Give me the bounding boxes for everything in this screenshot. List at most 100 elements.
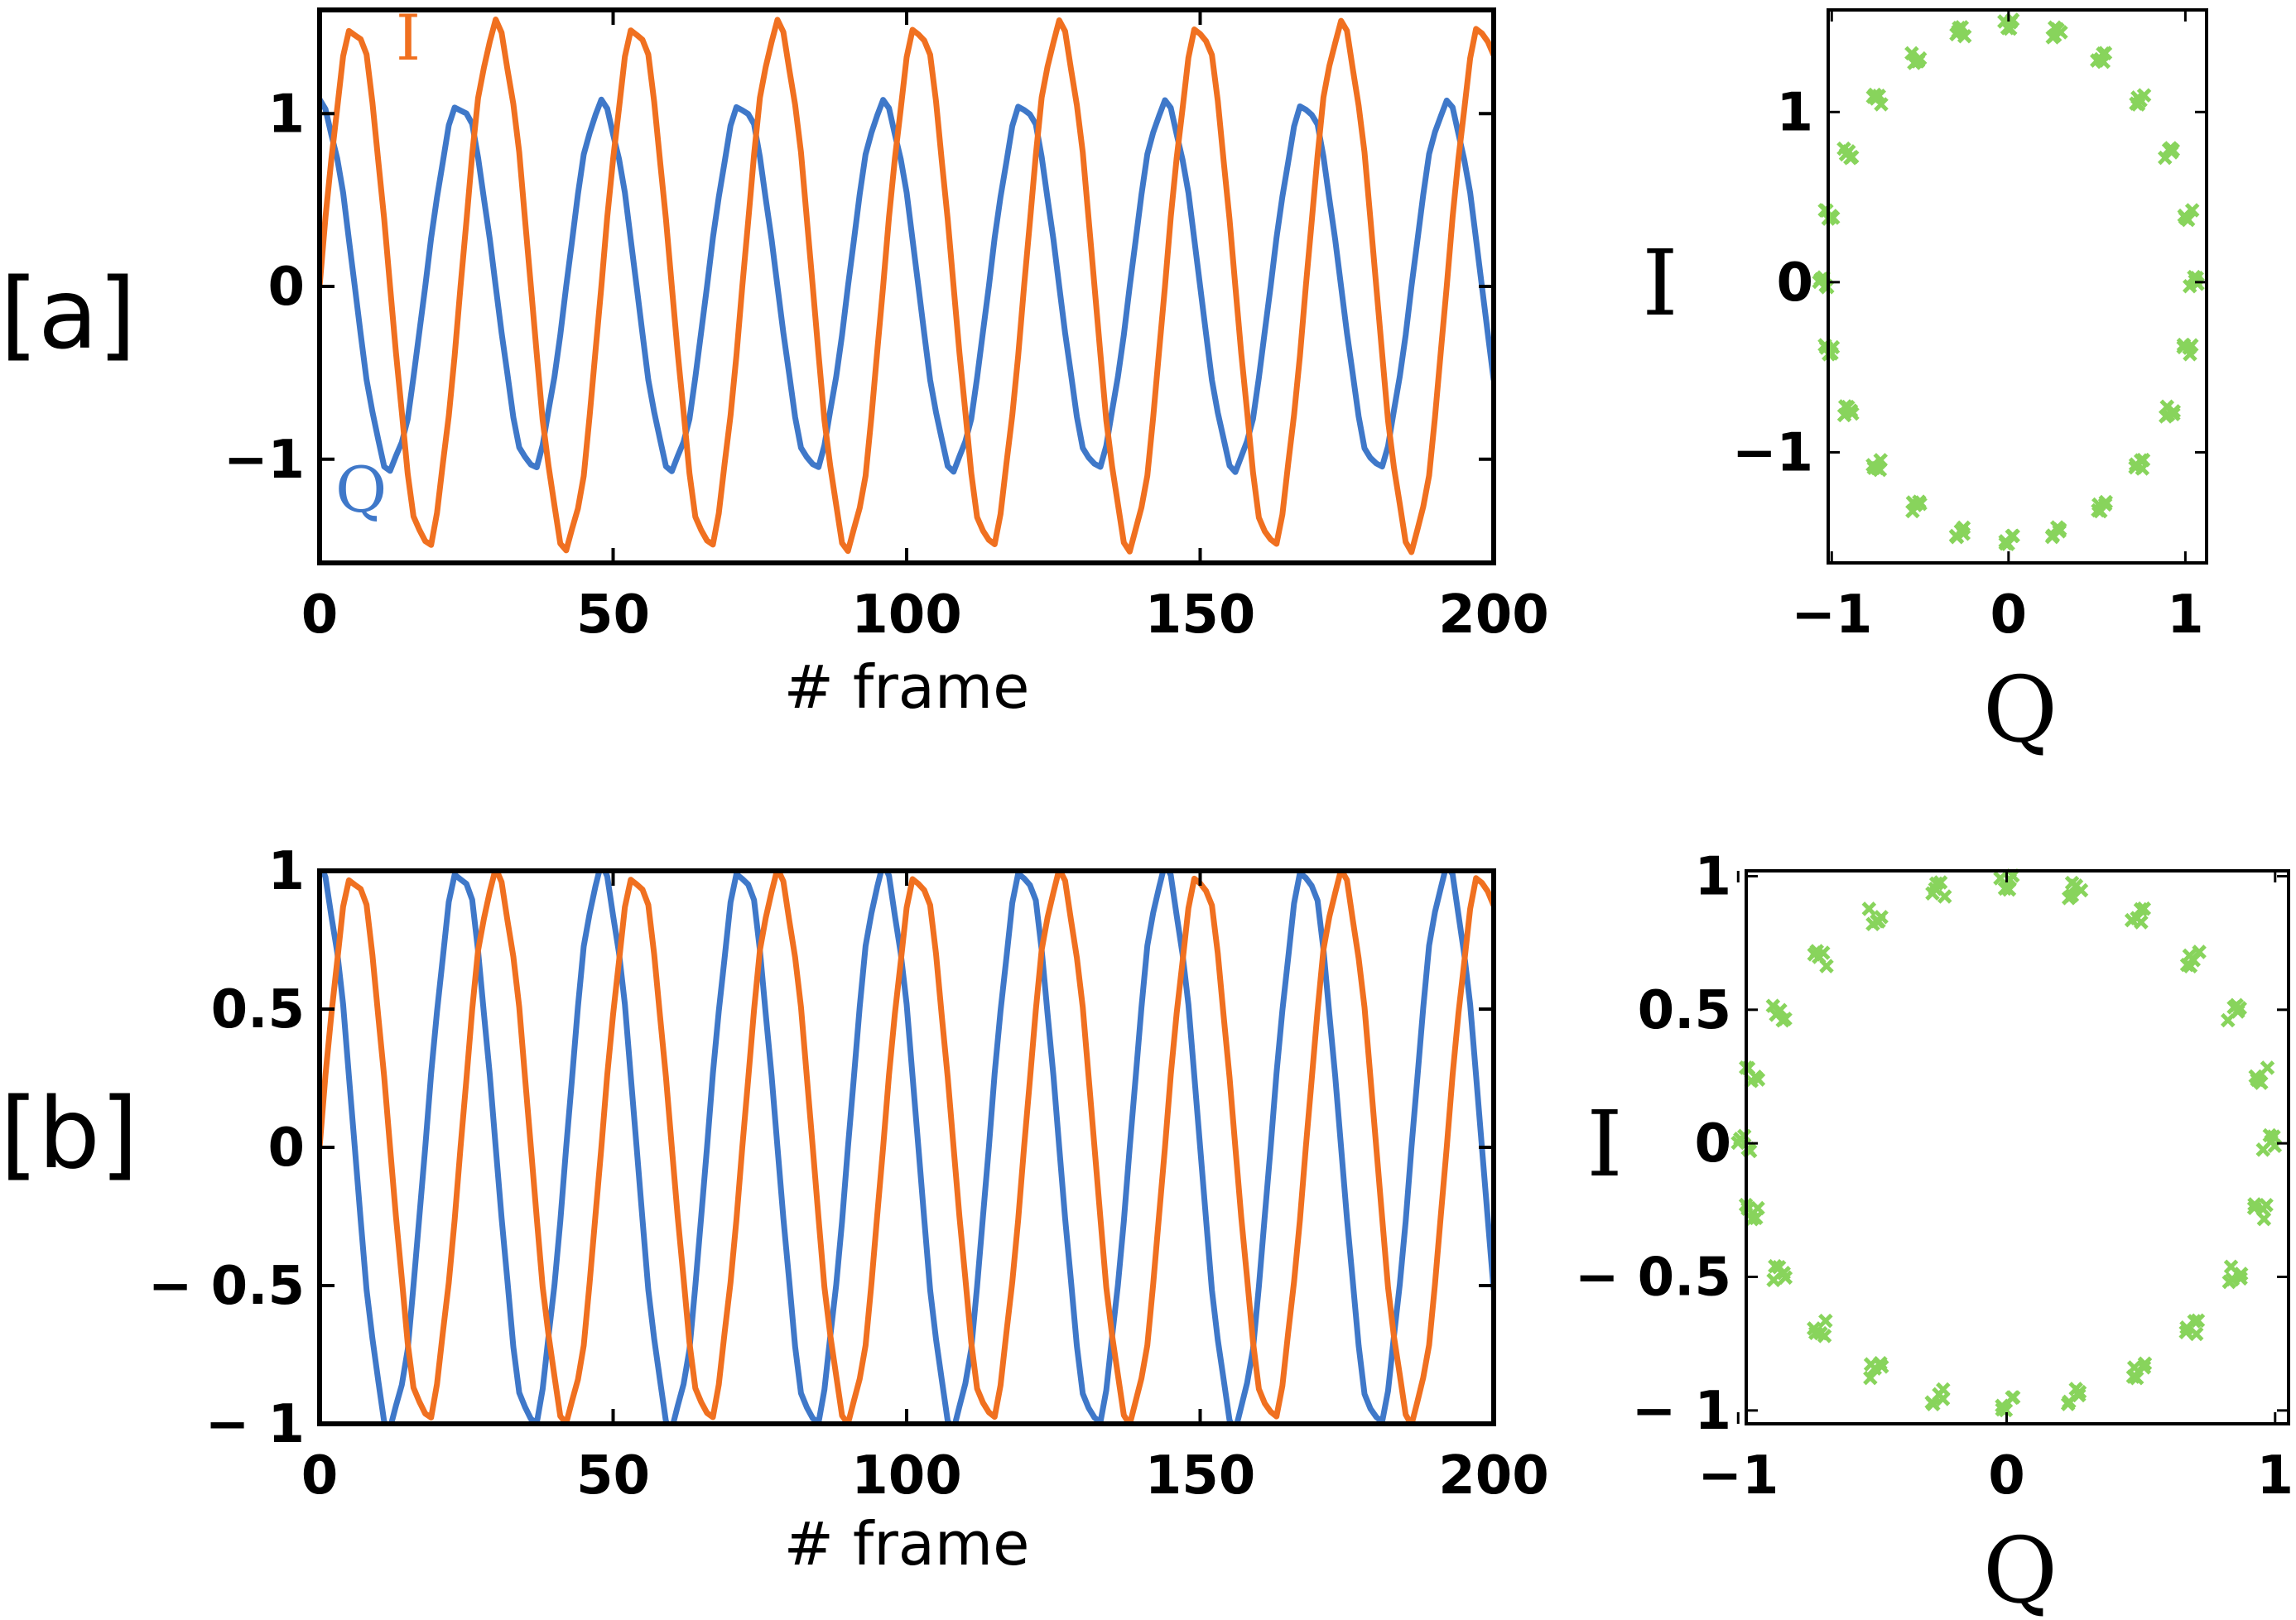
x-tick-label: 0 (1988, 1445, 2025, 1507)
y-tick-label: − 0.5 (148, 1256, 305, 1317)
scatter-a-frame (1827, 8, 2208, 565)
scatter-point (2188, 273, 2203, 289)
time-plot-a-label-Q: Q (335, 453, 387, 526)
x-tick-label: 1 (2257, 1445, 2294, 1507)
time-plot-b-curves (320, 871, 1494, 1424)
y-tick-label: 1 (1776, 82, 1813, 143)
scatter-point (2000, 536, 2015, 551)
scatter-point (2096, 46, 2111, 61)
scatter-point (2166, 406, 2181, 422)
scatter-point (2130, 97, 2146, 112)
y-tick-label: 0 (1776, 252, 1813, 314)
x-tick-label: −1 (1791, 584, 1872, 646)
scatter-point (2005, 1390, 2020, 1406)
scatter-point (1932, 1387, 1947, 1402)
scatter-point (2223, 1259, 2239, 1275)
x-tick-label: 100 (851, 1445, 962, 1507)
scatter-point (2255, 1201, 2270, 1217)
y-tick-label: 0.5 (211, 979, 305, 1041)
scatter-point (2047, 28, 2063, 43)
scatter-point (2129, 1370, 2144, 1386)
scatter-point (1998, 1402, 2014, 1418)
x-tick-label: 0 (1990, 584, 2028, 646)
scatter-point (1912, 494, 1927, 509)
scatter-point (1766, 1272, 1781, 1288)
scatter-b-ylabel: I (1586, 1091, 1622, 1197)
time-plot-b-xlabel: # frame (784, 1509, 1030, 1579)
scatter-point (1910, 54, 1926, 69)
y-tick-label: −1 (224, 430, 305, 491)
scatter-point (2264, 1133, 2279, 1149)
scatter-b-frame (1745, 869, 2290, 1425)
scatter-b-xlabel: Q (1983, 1517, 2058, 1620)
scatter-point (1818, 1313, 1833, 1329)
scatter-point (2192, 945, 2207, 959)
y-tick-label: − 1 (1632, 1381, 1731, 1442)
scatter-point (2045, 528, 2061, 543)
time-plot-series-group (320, 17, 1494, 555)
scatter-point (2050, 520, 2065, 535)
scatter-point (2134, 915, 2149, 930)
scatter-point (1863, 1370, 1878, 1386)
x-tick-label: 150 (1145, 584, 1256, 646)
time-plot-a-label-I: I (396, 1, 421, 75)
scatter-point (1870, 460, 1885, 476)
scatter-a-xlabel: Q (1983, 656, 2058, 762)
scatter-point (2188, 1326, 2204, 1342)
scatter-point (2128, 457, 2144, 472)
scatter-point (2233, 1271, 2248, 1286)
scatter-point (2064, 875, 2080, 891)
scatter-point (1819, 203, 1834, 219)
y-tick-label: 0 (267, 257, 305, 318)
scatter-point (2247, 1197, 2262, 1212)
scatter-point (1843, 403, 1859, 418)
scatter-point (1807, 1325, 1823, 1340)
series-line-Q (320, 871, 1494, 1424)
scatter-point (1809, 944, 1825, 959)
y-tick-label: − 1 (205, 1394, 305, 1455)
time-plot-series-group (320, 871, 1494, 1424)
series-line-I (320, 17, 1494, 555)
scatter-point (1776, 1266, 1791, 1281)
scatter-point (1871, 914, 1886, 929)
scatter-point (2163, 141, 2178, 156)
scatter-point (1740, 1141, 1755, 1156)
x-tick-label: −1 (1697, 1445, 1779, 1507)
series-line-I (320, 871, 1494, 1424)
x-tick-label: 50 (576, 1445, 650, 1507)
y-tick-label: − 0.5 (1575, 1247, 1731, 1309)
x-tick-label: 150 (1145, 1445, 1256, 1507)
scatter-point (1866, 460, 1882, 475)
x-tick-label: 100 (851, 584, 962, 646)
scatter-point (2229, 997, 2244, 1013)
scatter-point (1843, 151, 1858, 166)
scatter-b-points (1730, 868, 2283, 1418)
scatter-point (1949, 530, 1965, 545)
scatter-point (2097, 497, 2113, 512)
scatter-point (1873, 1355, 1888, 1371)
scatter-point (1736, 1128, 1752, 1144)
x-tick-label: 200 (1438, 1445, 1549, 1507)
scatter-point (1861, 901, 1877, 916)
scatter-point (2133, 901, 2149, 917)
scatter-point (2062, 1394, 2077, 1410)
scatter-point (2136, 1360, 2152, 1375)
scatter-point (1928, 881, 1943, 897)
time-plot-a-xlabel: # frame (784, 652, 1030, 722)
y-tick-label: 0 (267, 1118, 305, 1179)
scatter-point (2183, 959, 2198, 973)
y-tick-label: −1 (1732, 422, 1813, 483)
x-tick-label: 0 (301, 584, 339, 646)
scatter-point (1951, 24, 1966, 39)
scatter-point (1867, 87, 1883, 103)
scatter-point (1740, 1060, 1756, 1076)
